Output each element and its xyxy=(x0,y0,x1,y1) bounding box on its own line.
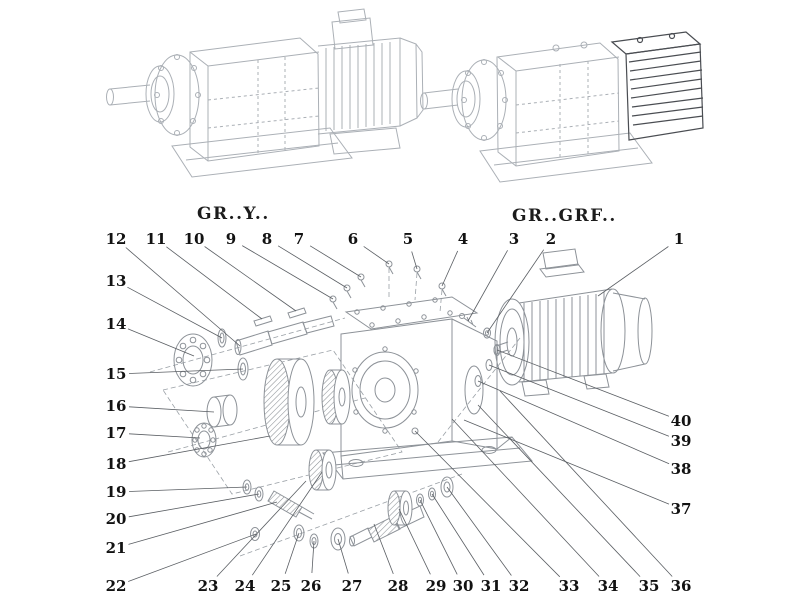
callout-27: 27 xyxy=(341,577,363,595)
leader-line-20 xyxy=(128,493,260,518)
callout-6: 6 xyxy=(347,230,359,248)
callout-37: 37 xyxy=(670,500,692,518)
gear-cluster-main xyxy=(263,358,351,446)
callout-28: 28 xyxy=(387,577,409,595)
callout-8: 8 xyxy=(261,230,273,248)
figure-label-gr-grf: GR..GRF.. xyxy=(512,206,617,226)
callout-31: 31 xyxy=(480,577,502,595)
leader-line-4 xyxy=(441,250,459,287)
callout-23: 23 xyxy=(197,577,219,595)
callout-29: 29 xyxy=(425,577,447,595)
callout-20: 20 xyxy=(105,510,127,528)
callout-15: 15 xyxy=(105,365,127,383)
callout-33: 33 xyxy=(558,577,580,595)
leader-line-21 xyxy=(128,501,278,545)
callout-10: 10 xyxy=(183,230,205,248)
leader-line-6 xyxy=(363,246,390,265)
leader-line-9 xyxy=(241,245,334,300)
callout-3: 3 xyxy=(508,230,520,248)
input-shaft-assembly xyxy=(217,307,335,381)
callout-4: 4 xyxy=(457,230,469,248)
leader-line-15 xyxy=(128,368,244,374)
leader-line-40 xyxy=(496,349,670,417)
leader-line-39 xyxy=(488,364,670,437)
callout-12: 12 xyxy=(105,230,127,248)
leader-lines xyxy=(125,245,673,582)
callout-11: 11 xyxy=(145,230,167,248)
callout-21: 21 xyxy=(105,539,127,557)
leader-line-36 xyxy=(499,390,673,577)
callout-5: 5 xyxy=(402,230,414,248)
leader-line-17 xyxy=(128,433,201,439)
output-shaft-assembly xyxy=(330,476,454,551)
callout-26: 26 xyxy=(300,577,322,595)
leader-line-30 xyxy=(419,499,458,575)
callout-2: 2 xyxy=(545,230,557,248)
callout-25: 25 xyxy=(270,577,292,595)
callout-35: 35 xyxy=(638,577,660,595)
bearing-large xyxy=(173,333,213,387)
callout-34: 34 xyxy=(597,577,619,595)
leader-line-24 xyxy=(251,471,323,576)
callout-16: 16 xyxy=(105,397,127,415)
leader-line-7 xyxy=(309,245,362,278)
leader-line-35 xyxy=(477,404,641,577)
figure-label-gr-y: GR..Y.. xyxy=(197,204,270,224)
leader-line-3 xyxy=(467,250,508,322)
figure-gr-grf-fin-block xyxy=(610,31,704,141)
callout-22: 22 xyxy=(105,577,127,595)
callout-19: 19 xyxy=(105,483,127,501)
leader-line-26 xyxy=(311,540,315,574)
leader-line-8 xyxy=(277,245,348,289)
callout-38: 38 xyxy=(670,460,692,478)
leader-line-34 xyxy=(451,418,600,577)
callout-36: 36 xyxy=(670,577,692,595)
leader-line-33 xyxy=(414,430,561,578)
leader-line-32 xyxy=(446,486,512,576)
callout-18: 18 xyxy=(105,455,127,473)
leader-line-2 xyxy=(486,249,545,334)
leader-line-10 xyxy=(204,246,297,312)
callout-24: 24 xyxy=(234,577,256,595)
fasteners-top xyxy=(329,260,491,339)
callout-9: 9 xyxy=(225,230,237,248)
callout-39: 39 xyxy=(670,432,692,450)
leader-line-1 xyxy=(597,246,669,297)
callout-32: 32 xyxy=(508,577,530,595)
leader-line-28 xyxy=(373,523,394,575)
leader-line-23 xyxy=(216,480,307,577)
callout-13: 13 xyxy=(105,272,127,290)
leader-line-29 xyxy=(398,508,431,575)
leader-line-5 xyxy=(411,251,418,270)
leader-line-25 xyxy=(284,532,300,574)
figure-gr-y-drawing xyxy=(106,8,424,178)
leader-line-27 xyxy=(337,538,349,574)
leader-line-18 xyxy=(128,435,271,463)
figure-gr-grf-drawing xyxy=(420,41,653,183)
leader-line-14 xyxy=(127,328,195,357)
callout-1: 1 xyxy=(673,230,685,248)
leader-line-38 xyxy=(477,380,670,465)
leader-line-31 xyxy=(431,493,485,576)
leader-line-13 xyxy=(127,286,223,339)
callout-7: 7 xyxy=(293,230,305,248)
callout-30: 30 xyxy=(452,577,474,595)
leader-line-37 xyxy=(463,419,670,505)
leader-line-16 xyxy=(128,406,215,413)
leader-line-19 xyxy=(128,486,248,492)
callout-17: 17 xyxy=(105,424,127,442)
callout-14: 14 xyxy=(105,315,127,333)
leader-line-11 xyxy=(166,246,263,320)
leader-line-22 xyxy=(128,533,257,582)
bushing-and-bearing xyxy=(191,394,238,458)
callout-40: 40 xyxy=(670,412,692,430)
leader-line-12 xyxy=(125,247,241,347)
